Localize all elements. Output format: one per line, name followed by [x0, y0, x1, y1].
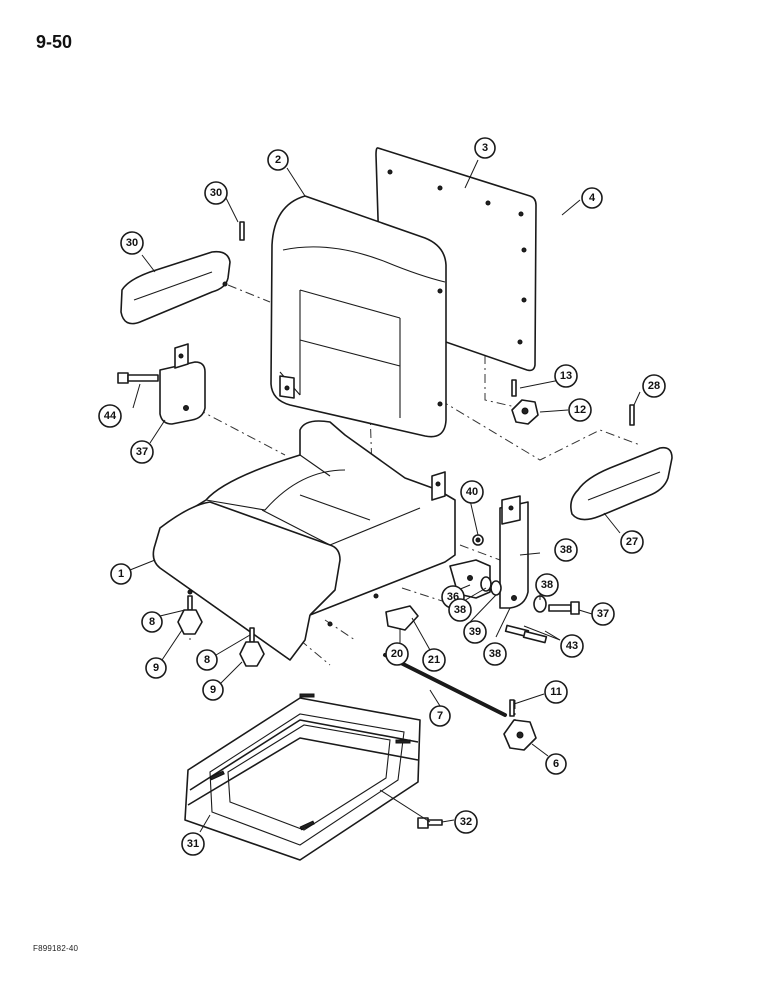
callout-29: 30 [120, 231, 144, 255]
callout-32: 32 [454, 810, 478, 834]
callout-20: 20 [385, 642, 409, 666]
washer-stack-part [480, 576, 547, 613]
callout-13: 13 [554, 364, 578, 388]
callout-4: 4 [581, 187, 603, 209]
svg-text:37: 37 [136, 446, 148, 458]
callout-40: 40 [460, 480, 484, 504]
callout-21: 21 [422, 648, 446, 672]
knob-9a-part [177, 609, 203, 635]
latch-20-part [385, 605, 419, 631]
leader-lines [124, 159, 641, 833]
svg-text:30: 30 [210, 187, 222, 199]
callout-3: 3 [474, 137, 496, 159]
svg-text:44: 44 [104, 410, 117, 422]
svg-text:4: 4 [589, 192, 596, 204]
callout-9-right: 9 [202, 679, 224, 701]
callout-31: 31 [181, 832, 205, 856]
svg-text:9: 9 [210, 684, 216, 696]
callout-38-c-text: 38 [489, 648, 501, 660]
svg-text:8: 8 [204, 654, 210, 666]
callout-38-b: 38 [535, 573, 559, 597]
callout-44: 44 [98, 404, 122, 428]
seat-cushion-part [152, 420, 456, 661]
pin-30-part [239, 221, 245, 241]
screw-32-part [417, 817, 443, 829]
seat-back-cushion-part [270, 195, 447, 438]
svg-text:1: 1 [118, 568, 124, 580]
svg-text:3: 3 [482, 142, 488, 154]
pin-8a-part [187, 595, 193, 611]
svg-text:43: 43 [566, 640, 578, 652]
callout-37: 37 [591, 602, 615, 626]
pin-8b-part [249, 627, 255, 643]
svg-text:7: 7 [437, 710, 443, 722]
svg-text:39: 39 [469, 626, 481, 638]
bolt-44-part [117, 372, 159, 384]
callout-36-right: 38 [554, 538, 578, 562]
left-armrest-part [120, 250, 231, 325]
suspension-bellows-part [184, 693, 421, 861]
bolt-43-part [504, 624, 548, 644]
callout-7: 7 [429, 705, 451, 727]
pin-13-part [511, 379, 517, 397]
nut-40-part [472, 534, 484, 546]
svg-text:2: 2 [275, 154, 281, 166]
knob-9b-part [239, 641, 265, 667]
page-number: 9-50 [36, 32, 73, 52]
rod-7-part [383, 653, 507, 717]
callout-11: 11 [544, 680, 568, 704]
callout-43: 43 [560, 634, 584, 658]
callout-12: 12 [568, 398, 592, 422]
svg-text:21: 21 [428, 654, 440, 666]
svg-text:40: 40 [466, 486, 478, 498]
callout-38-a: 38 [448, 598, 472, 622]
callout-9-left: 9 [145, 657, 167, 679]
right-hinge-bracket-part [499, 495, 529, 609]
callout-28: 28 [642, 374, 666, 398]
svg-text:11: 11 [550, 686, 562, 698]
svg-text:30: 30 [126, 237, 138, 249]
callout-2: 2 [267, 149, 289, 171]
bolt-37-part [548, 601, 580, 615]
pin-11-part [509, 699, 515, 717]
callout-8-left: 8 [141, 611, 163, 633]
callout-27: 27 [620, 530, 644, 554]
svg-text:38: 38 [454, 604, 466, 616]
callout-39: 39 [463, 620, 487, 644]
callout-30: 30 [204, 181, 228, 205]
pin-28-part [629, 404, 635, 426]
svg-text:20: 20 [391, 648, 403, 660]
svg-text:32: 32 [460, 816, 472, 828]
svg-text:27: 27 [626, 536, 638, 548]
callout-1: 1 [110, 563, 132, 585]
svg-text:28: 28 [648, 380, 660, 392]
knob-12-part [511, 399, 539, 425]
svg-text:38: 38 [541, 579, 553, 591]
svg-text:6: 6 [553, 758, 559, 770]
knob-6-part [503, 719, 537, 751]
svg-text:13: 13 [560, 370, 572, 382]
callout-38-c: 38 [483, 642, 507, 666]
callout-6: 6 [545, 753, 567, 775]
callout-37-text: 37 [597, 608, 609, 620]
callout-36-left: 37 [130, 440, 154, 464]
callout-8-right: 8 [196, 649, 218, 671]
svg-text:38: 38 [560, 544, 572, 556]
callout-31-text: 31 [187, 838, 199, 850]
svg-text:8: 8 [149, 616, 155, 628]
svg-text:12: 12 [574, 404, 586, 416]
figure-code: F899182-40 [33, 944, 79, 953]
left-hinge-bracket-part [159, 343, 206, 425]
right-armrest-part [570, 446, 673, 521]
svg-text:9: 9 [153, 662, 159, 674]
